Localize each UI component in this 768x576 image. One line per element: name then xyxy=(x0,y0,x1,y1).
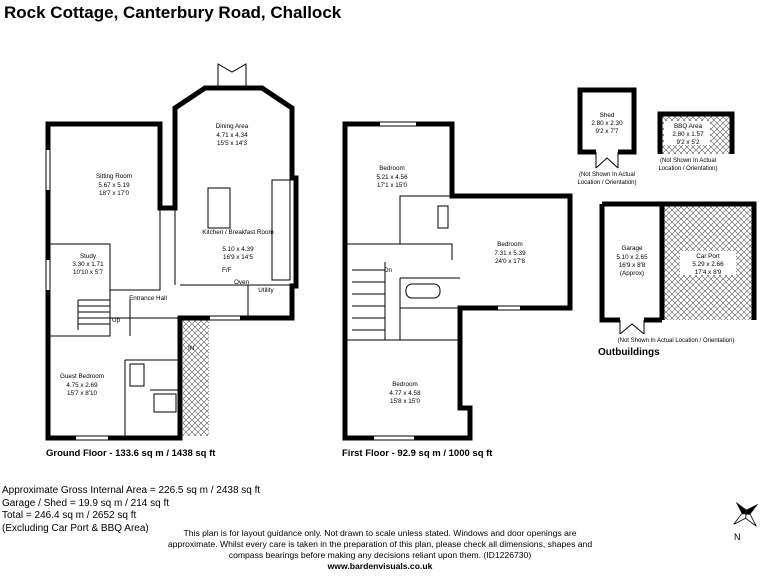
study-imperial: 10'10 x 5'7 xyxy=(73,269,104,276)
wc-basin xyxy=(153,393,177,413)
kitchen-imperial: 16'9 x 14'5 xyxy=(223,254,254,261)
shed-note-line2: Location / Orientation) xyxy=(577,180,636,186)
carport-label-bg xyxy=(680,251,736,275)
dining-area-metric: 4.71 x 4.34 xyxy=(216,132,248,139)
garage-imperial: 16'9 x 8'8 xyxy=(619,262,646,269)
outbuildings-title: Outbuildings xyxy=(598,347,660,358)
outbuildings-plan: Shed 2.80 x 2.30 9'2 x 7'7 (Not Shown In… xyxy=(577,87,757,358)
shower-tray xyxy=(129,363,145,387)
property-title: Rock Cottage, Canterbury Road, Challock xyxy=(4,3,342,22)
bedroom-1-metric: 5.21 x 4.56 xyxy=(376,174,408,181)
ground-floor-outer-walls xyxy=(45,85,299,441)
bbq-metric: 2.80 x 1.57 xyxy=(672,131,704,138)
bedroom-2-metric: 7.31 x 5.39 xyxy=(494,250,526,257)
compass-rose-icon: N xyxy=(733,501,759,542)
first-floor-windows xyxy=(374,122,520,440)
shed-imperial: 9'2 x 7'7 xyxy=(595,128,619,135)
first-floor-internal-walls xyxy=(345,195,460,341)
area-summary: Approximate Gross Internal Area = 226.5 … xyxy=(2,485,260,535)
sitting-room-imperial: 18'7 x 17'0 xyxy=(99,190,130,197)
first-floor-caption: First Floor - 92.9 sq m / 1000 sq ft xyxy=(342,448,493,459)
bbq-name: BBQ Area xyxy=(674,123,702,130)
ground-floor-internal-walls xyxy=(48,208,292,438)
carport-imperial: 17'4 x 8'9 xyxy=(695,269,722,276)
entrance-in-label: IN xyxy=(188,345,195,352)
guest-bedroom-metric: 4.75 x 2.69 xyxy=(66,382,98,389)
gross-internal-area: Approximate Gross Internal Area = 226.5 … xyxy=(2,485,261,496)
shed-doors xyxy=(595,152,619,169)
utility-name: Utility xyxy=(258,287,274,294)
bedroom-3-metric: 4.77 x 4.58 xyxy=(389,390,421,397)
bath-tub xyxy=(405,283,441,299)
guest-bedroom-name: Guest Bedroom xyxy=(60,373,104,380)
guest-bedroom-imperial: 15'7 x 8'10 xyxy=(67,390,98,397)
shed-metric: 2.80 x 2.30 xyxy=(591,120,623,127)
fridge-freezer-label: F/F xyxy=(222,267,232,274)
study-name: Study xyxy=(80,253,97,260)
shed-name: Shed xyxy=(600,112,615,119)
bedroom-3-imperial: 15'8 x 15'0 xyxy=(390,398,421,405)
garage-doors xyxy=(619,320,645,335)
carport-name: Car Port xyxy=(696,253,720,260)
bbq-note-line1: (Not Shown In Actual xyxy=(660,158,716,164)
exclusion-note: (Excluding Car Port & BBQ Area) xyxy=(2,522,149,534)
total-area: Total = 246.4 sq m / 2652 sq ft xyxy=(2,510,137,522)
stairs-down-label: Dn xyxy=(384,267,393,274)
garage-shed-area: Garage / Shed = 19.9 sq m / 214 sq ft xyxy=(2,497,170,509)
ground-floor-windows xyxy=(46,150,240,440)
sitting-room-name: Sitting Room xyxy=(96,173,132,180)
kitchen-name: Kitchen / Breakfast Room xyxy=(202,229,273,236)
ground-floor-stairs xyxy=(77,299,110,330)
bbq-walls xyxy=(657,111,735,154)
bedroom-2-imperial: 24'0 x 17'8 xyxy=(495,258,526,265)
compass-north-label: N xyxy=(734,532,741,542)
patio-hatch xyxy=(183,320,209,436)
entrance-hall-name: Entrance Hall xyxy=(129,295,167,302)
kitchen-island xyxy=(207,187,231,229)
first-floor-stairs xyxy=(352,262,386,340)
garage-metric: 5.10 x 2.65 xyxy=(616,254,648,261)
bbq-note-line2: Location / Orientation) xyxy=(658,166,717,172)
carport-metric: 5.29 x 2.66 xyxy=(692,261,724,268)
stairs-up-label: Up xyxy=(112,317,121,324)
kitchen-metric: 5.10 x 4.39 xyxy=(222,246,254,253)
kitchen-worktop xyxy=(271,179,291,281)
oven-label: Oven xyxy=(234,279,250,286)
study-metric: 3.30 x 1.71 xyxy=(72,261,104,268)
bedroom-1-name: Bedroom xyxy=(379,165,405,172)
bedroom-1-imperial: 17'1 x 15'0 xyxy=(377,182,408,189)
ground-floor-plan: Sitting Room 5.67 x 5.19 18'7 x 17'0 Din… xyxy=(45,63,299,459)
first-floor-plan: Bedroom 5.21 x 4.56 17'1 x 15'0 Bedroom … xyxy=(342,121,573,459)
ground-floor-caption: Ground Floor - 133.6 sq m / 1438 sq ft xyxy=(46,448,216,459)
dining-area-imperial: 15'5 x 14'3 xyxy=(217,140,248,147)
garage-approx-note: (Approx) xyxy=(620,270,644,277)
garage-location-note: (Not Shown In Actual Location / Orientat… xyxy=(618,338,735,344)
dining-area-name: Dining Area xyxy=(216,123,249,130)
garage-name: Garage xyxy=(621,245,643,252)
dining-french-doors xyxy=(217,63,247,88)
shed-note-line1: (Not Shown In Actual xyxy=(579,172,635,178)
bedroom-2-name: Bedroom xyxy=(497,241,523,248)
ensuite-basin xyxy=(437,205,449,229)
shed-walls xyxy=(577,87,637,155)
bedroom-3-name: Bedroom xyxy=(392,381,418,388)
website-link[interactable]: www.bardenvisuals.co.uk xyxy=(327,561,433,571)
sitting-room-metric: 5.67 x 5.19 xyxy=(98,182,130,189)
disclaimer-text: This plan is for layout guidance only. N… xyxy=(167,528,593,560)
bbq-label-bg xyxy=(664,121,710,145)
bbq-imperial: 9'2 x 5'2 xyxy=(676,139,700,146)
